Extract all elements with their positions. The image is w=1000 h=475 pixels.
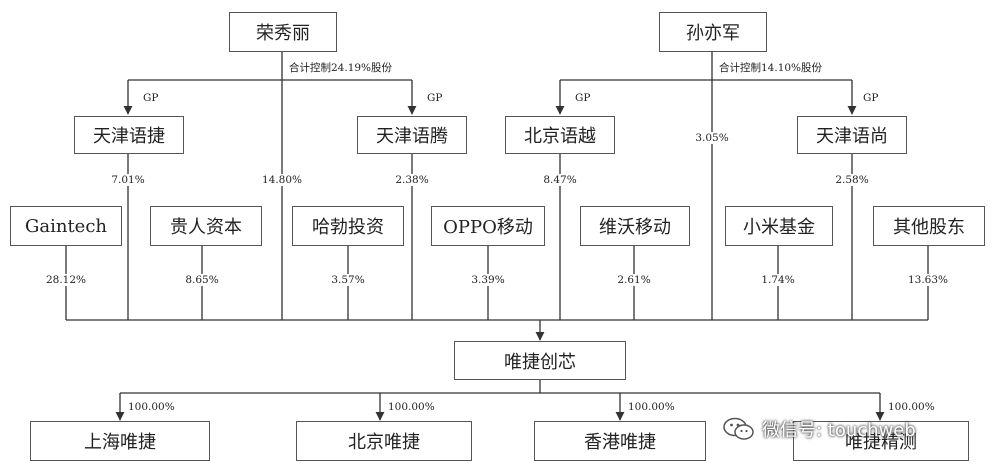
node-beijing-weijie: 北京唯捷 [296, 421, 472, 461]
node-sun-yijun: 孙亦军 [659, 12, 767, 52]
node-shanghai-weijie: 上海唯捷 [30, 421, 210, 461]
pct-sun-direct: 3.05% [693, 132, 731, 144]
pct-rong-direct: 14.80% [259, 174, 305, 186]
pct-beijing-weijie: 100.00% [387, 401, 436, 413]
pct-tianjin-yujie: 7.01% [109, 174, 147, 186]
pct-shanghai-weijie: 100.00% [127, 401, 176, 413]
pct-other-shareholders: 13.63% [905, 274, 951, 286]
node-rong-xiuli: 荣秀丽 [229, 12, 337, 52]
node-weijie-jingce: 唯捷精测 [793, 421, 969, 461]
node-tianjin-yujie: 天津语捷 [74, 116, 184, 154]
pct-habo-investment: 3.57% [329, 274, 367, 286]
node-other-shareholders: 其他股东 [873, 206, 985, 246]
pct-gaintech: 28.12% [43, 274, 89, 286]
pct-beijing-yuyue: 8.47% [541, 174, 579, 186]
gp-label-tianjin-yuteng: GP [426, 92, 444, 104]
pct-xiaomi-fund: 1.74% [759, 274, 797, 286]
gp-label-tianjin-yushang: GP [862, 92, 880, 104]
pct-hongkong-weijie: 100.00% [627, 401, 676, 413]
gp-label-beijing-yuyue: GP [574, 92, 592, 104]
node-tianjin-yushang: 天津语尚 [797, 116, 907, 154]
node-xiaomi-fund: 小米基金 [725, 206, 833, 246]
node-oppo-mobile: OPPO移动 [431, 206, 545, 246]
pct-weiwo-mobile: 2.61% [615, 274, 653, 286]
pct-guiren-capital: 8.65% [183, 274, 221, 286]
note-sun-control: 合计控制14.10%股份 [718, 60, 824, 75]
node-guiren-capital: 贵人资本 [150, 206, 262, 246]
gp-label-tianjin-yujie: GP [142, 92, 160, 104]
node-weijie-chuangxin: 唯捷创芯 [454, 341, 626, 380]
watermark: 微信号: touchweb [722, 416, 916, 442]
note-rong-control: 合计控制24.19%股份 [288, 60, 394, 75]
node-beijing-yuyue: 北京语越 [505, 116, 615, 154]
wechat-icon [723, 417, 754, 440]
node-tianjin-yuteng: 天津语腾 [357, 116, 467, 154]
watermark-text: 微信号: touchweb [762, 420, 916, 441]
pct-tianjin-yuteng: 2.38% [393, 174, 431, 186]
pct-oppo-mobile: 3.39% [469, 274, 507, 286]
node-hongkong-weijie: 香港唯捷 [534, 421, 706, 461]
node-habo-investment: 哈勃投资 [292, 206, 404, 246]
pct-tianjin-yushang: 2.58% [833, 174, 871, 186]
node-weiwo-mobile: 维沃移动 [580, 206, 690, 246]
node-gaintech: Gaintech [10, 206, 122, 246]
pct-weijie-jingce: 100.00% [887, 401, 936, 413]
